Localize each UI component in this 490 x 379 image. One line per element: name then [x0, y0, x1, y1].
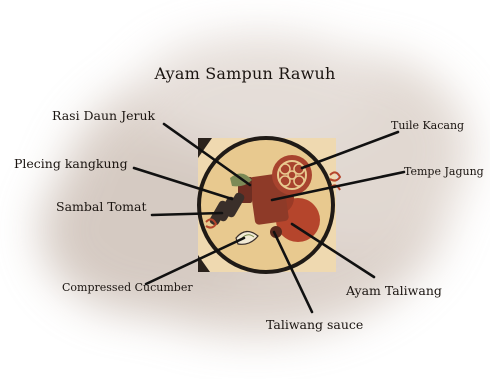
label-plecing-kangkung: Plecing kangkung — [14, 156, 128, 171]
label-compressed-cucumber: Compressed Cucumber — [62, 281, 193, 294]
label-rasi-daun-jeruk: Rasi Daun Jeruk — [52, 108, 155, 123]
label-taliwang-sauce: Taliwang sauce — [266, 317, 363, 332]
label-ayam-taliwang: Ayam Taliwang — [346, 283, 442, 298]
label-sambal-tomat: Sambal Tomat — [56, 199, 147, 214]
label-tempe-jagung: Tempe Jagung — [404, 165, 484, 178]
diagram-title: Ayam Sampun Rawuh — [0, 64, 490, 83]
label-tuile-kacang: Tuile Kacang — [391, 119, 464, 132]
tuile-kacang — [272, 155, 312, 195]
